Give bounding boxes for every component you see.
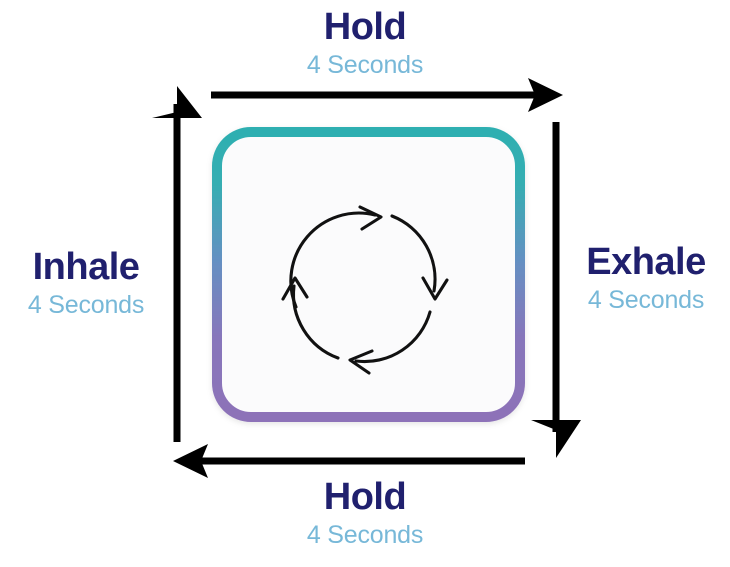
breath-box-rect xyxy=(212,127,525,422)
label-hold-bottom-title: Hold xyxy=(323,476,407,518)
label-exhale-subtitle: 4 Seconds xyxy=(587,286,705,314)
arrow-top-right xyxy=(211,78,563,112)
label-hold-top-subtitle: 4 Seconds xyxy=(306,51,424,79)
label-hold-bottom: Hold 4 Seconds xyxy=(0,478,730,548)
label-exhale-title: Exhale xyxy=(586,241,706,283)
label-inhale-subtitle: 4 Seconds xyxy=(27,291,145,319)
label-inhale: Inhale 4 Seconds xyxy=(0,248,172,318)
label-exhale: Exhale 4 Seconds xyxy=(562,243,730,313)
label-inhale-title: Inhale xyxy=(32,246,140,288)
label-hold-bottom-subtitle: 4 Seconds xyxy=(306,521,424,549)
label-hold-top: Hold 4 Seconds xyxy=(0,8,730,78)
label-hold-top-title: Hold xyxy=(323,6,407,48)
arrow-bottom-left xyxy=(173,444,525,478)
